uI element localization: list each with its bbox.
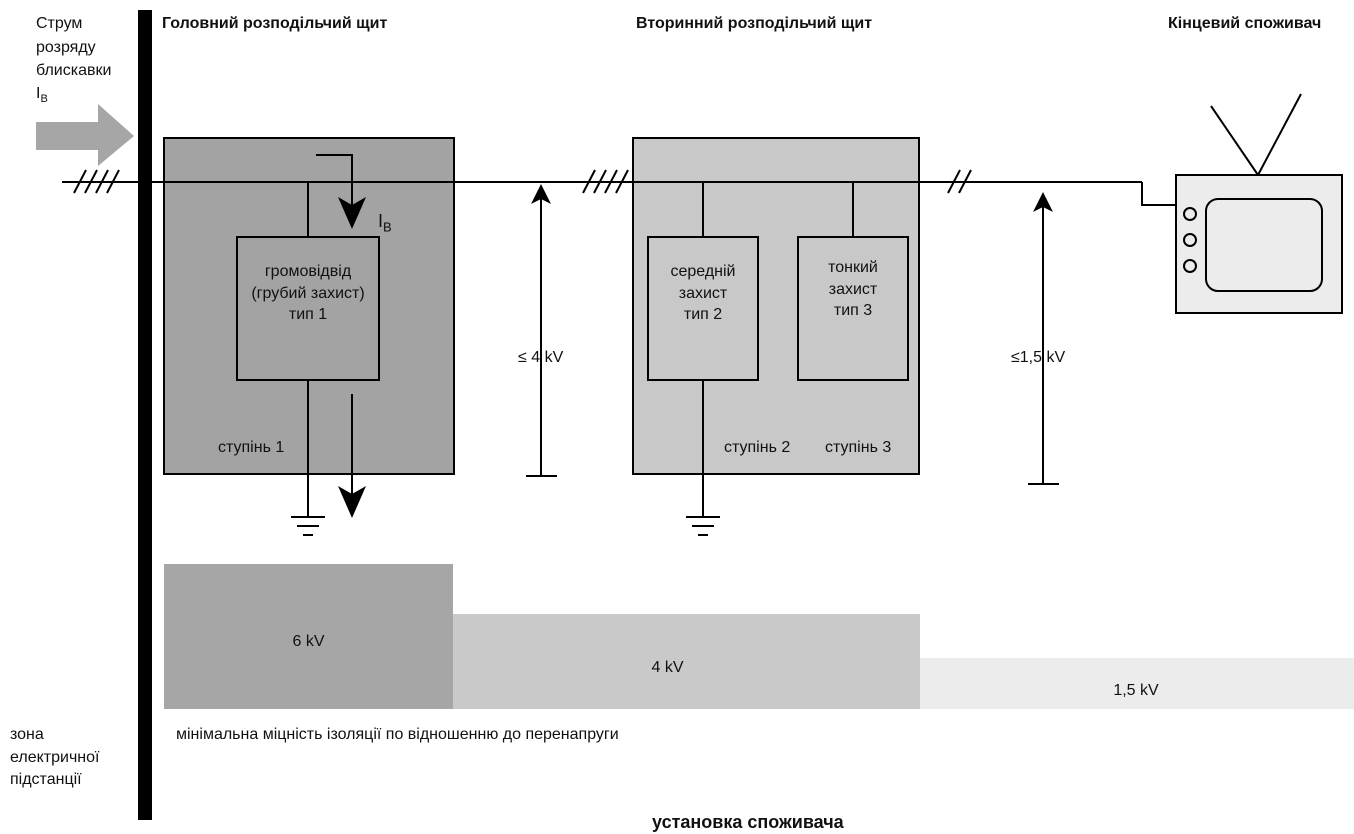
stage-2-label: ступінь 2 — [724, 439, 791, 456]
conductor-marks-2 — [947, 169, 972, 194]
insulation-caption: мінімальна міцність ізоляції по відношен… — [176, 726, 619, 743]
fine-label-1: тонкий — [828, 259, 878, 276]
voltage-limit-label-1: ≤ 4 kV — [518, 349, 564, 366]
current-symbol-label: IB — [378, 211, 392, 235]
insulation-bar-1-5kv — [920, 658, 1354, 709]
lightning-line-1: Струм — [36, 15, 83, 32]
current-arrow-down-icon — [338, 197, 366, 229]
medium-label-1: середній — [670, 263, 736, 280]
fine-protection-box — [797, 236, 909, 381]
lightning-line-2: розряду — [36, 39, 96, 56]
lightning-symbol: IB — [36, 85, 48, 106]
voltage-limit-label-2: ≤1,5 kV — [1011, 349, 1066, 366]
zone-label-3: підстанції — [10, 771, 82, 788]
tv-icon — [1175, 93, 1343, 314]
current-path-line — [316, 154, 353, 205]
tv-connection-line — [1141, 182, 1176, 206]
insulation-4kv-label: 4 kV — [651, 659, 684, 676]
zone-label-1: зона — [10, 726, 44, 743]
insulation-bar-6kv — [164, 564, 453, 709]
arrester-label-1: громовідвід — [264, 263, 352, 280]
medium-label-3: тип 2 — [683, 306, 723, 323]
arrester-label-2: (грубий захист) — [251, 285, 365, 302]
arrester-label-3: тип 1 — [288, 306, 328, 323]
insulation-bar-4kv — [453, 614, 920, 709]
stage-1-label: ступінь 1 — [218, 439, 285, 456]
conductor-marks-4-secondary — [582, 169, 629, 194]
zone-label-2: електричної — [10, 749, 100, 766]
zone-boundary-bar — [138, 10, 152, 820]
secondary-board-title: Вторинний розподільчий щит — [636, 15, 873, 32]
voltage-arrow-up-icon — [531, 184, 551, 204]
discharge-arrow-down-icon — [338, 486, 366, 518]
fine-label-2: захист — [828, 281, 878, 298]
conductor-marks-4 — [73, 169, 120, 194]
insulation-6kv-label: 6 kV — [292, 633, 325, 650]
lightning-line-3: блискавки — [36, 62, 112, 79]
main-board-title: Головний розподільчий щит — [162, 15, 388, 32]
ground-icon — [291, 516, 325, 536]
stage-3-label: ступінь 3 — [825, 439, 892, 456]
medium-label-2: захист — [678, 285, 728, 302]
insulation-1-5kv-label: 1,5 kV — [1113, 682, 1159, 699]
ground-icon-secondary — [686, 516, 720, 536]
arrester-box — [236, 236, 380, 381]
installation-label: установка споживача — [652, 812, 844, 832]
voltage-arrow-up-icon-2 — [1033, 192, 1053, 212]
lightning-arrow-icon — [36, 104, 134, 166]
end-consumer-title: Кінцевий споживач — [1168, 15, 1322, 32]
medium-protection-box — [647, 236, 759, 381]
fine-label-3: тип 3 — [833, 302, 873, 319]
